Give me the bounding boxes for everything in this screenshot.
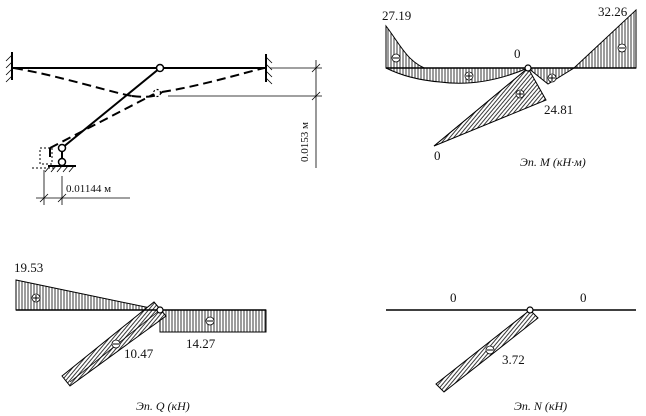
horizontal-displacement-dimension: 0.01144 м bbox=[36, 170, 130, 205]
shear-left-value: 19.53 bbox=[14, 260, 43, 275]
top-hinge bbox=[155, 63, 165, 73]
middle-hinge bbox=[57, 143, 67, 153]
frame-scheme: 0.0153 м 0.01144 м bbox=[5, 52, 322, 205]
moment-sagging-area bbox=[385, 67, 529, 84]
shear-diagram: 19.53 10.47 14.27 Эп. Q (кН) bbox=[14, 260, 267, 413]
right-fixed-support bbox=[265, 54, 273, 85]
moment-diagram: 27.19 32.26 0 0 24.81 Эп. M (кН·м) bbox=[382, 4, 637, 169]
moment-bottom-value: 0 bbox=[434, 148, 441, 163]
shear-inclined-value: 10.47 bbox=[124, 346, 154, 361]
vertical-displacement-label: 0.0153 м bbox=[299, 122, 311, 162]
moment-caption: Эп. M (кН·м) bbox=[520, 155, 586, 169]
moment-left-value: 27.19 bbox=[382, 8, 411, 23]
axial-left-value: 0 bbox=[450, 290, 457, 305]
left-fixed-support bbox=[5, 52, 13, 83]
axial-right-value: 0 bbox=[580, 290, 587, 305]
moment-mid-value: 24.81 bbox=[544, 102, 573, 117]
shear-right-value: 14.27 bbox=[186, 336, 216, 351]
moment-right-value: 32.26 bbox=[598, 4, 628, 19]
bottom-pin-support bbox=[44, 165, 76, 173]
axial-caption: Эп. N (кН) bbox=[514, 399, 567, 413]
axial-diagram: 0 0 3.72 Эп. N (кН) bbox=[386, 290, 636, 413]
shear-caption: Эп. Q (кН) bbox=[136, 399, 190, 413]
moment-joint-value: 0 bbox=[514, 46, 521, 61]
axial-inclined-value: 3.72 bbox=[502, 352, 525, 367]
bottom-hinge bbox=[57, 157, 67, 167]
vertical-displacement-dimension: 0.0153 м bbox=[168, 60, 322, 168]
horizontal-displacement-label: 0.01144 м bbox=[66, 183, 111, 195]
deflected-shape bbox=[13, 67, 265, 169]
inclined-strut bbox=[61, 67, 161, 149]
